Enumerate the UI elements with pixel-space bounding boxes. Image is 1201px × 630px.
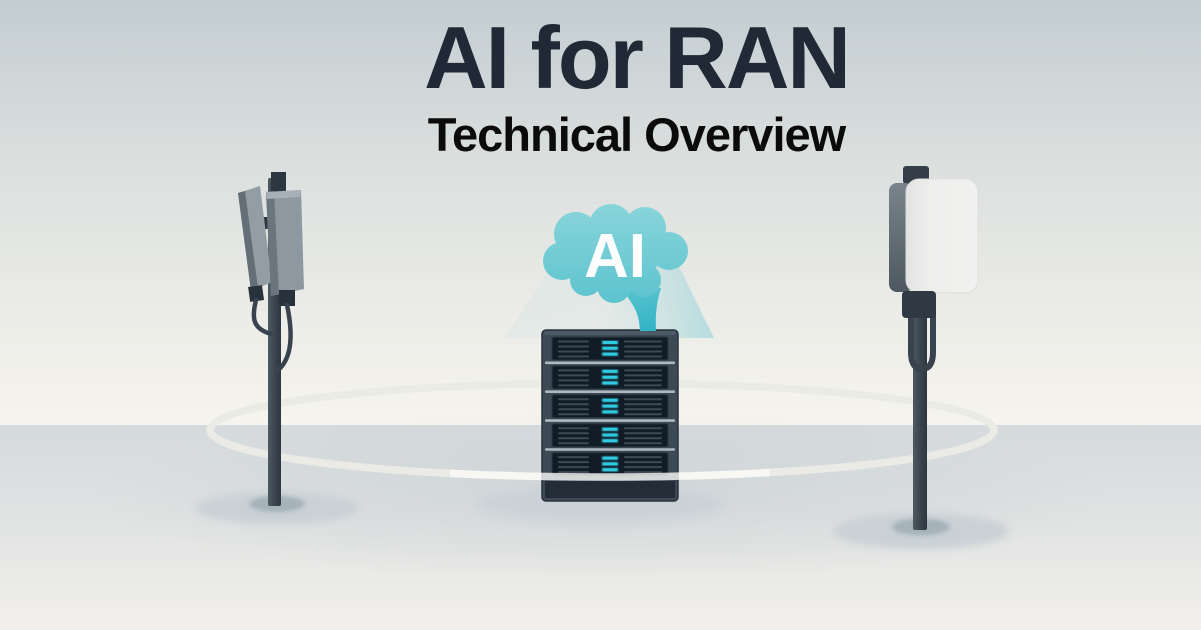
server-led-bar: [602, 433, 618, 437]
server-vent-line: [624, 432, 662, 435]
server-vent-line: [558, 340, 589, 343]
server-led-bar: [602, 468, 618, 472]
server-vent-line: [558, 403, 589, 406]
server-unit: [545, 423, 675, 451]
server-vent-line: [558, 350, 589, 353]
server-vent-line: [624, 442, 662, 445]
ai-brain: AI: [543, 204, 688, 331]
server-vent-line: [624, 456, 662, 459]
server-vent-line: [624, 398, 662, 401]
left-antenna-connector-b: [279, 290, 295, 306]
server-led-bar: [602, 369, 618, 373]
page-subtitle: Technical Overview: [427, 108, 846, 161]
server-vent-line: [558, 384, 589, 387]
ai-brain-label: AI: [584, 222, 646, 291]
left-antenna-panel-b-top: [266, 190, 301, 199]
server-vent-line: [558, 437, 589, 440]
left-antenna-cable-b: [274, 302, 293, 374]
server-led-bar: [602, 381, 618, 385]
server-vent-line: [558, 374, 589, 377]
page-title: AI for RAN: [424, 8, 851, 107]
right-antenna-mast: [889, 166, 979, 530]
server-vent-line: [624, 350, 662, 353]
server-unit-divider: [545, 361, 675, 365]
server-led-bar: [602, 375, 618, 379]
server-vent-line: [558, 369, 589, 372]
right-antenna-bracket: [902, 291, 936, 318]
server-vent-line: [624, 374, 662, 377]
server-vent-line: [558, 461, 589, 464]
server-led-bar: [602, 462, 618, 466]
server-vent-line: [558, 427, 589, 430]
headline-block: AI for RAN Technical Overview: [424, 8, 851, 161]
ground-ring-front: [450, 468, 770, 481]
server-rack: [541, 329, 679, 502]
server-unit: [545, 365, 675, 393]
left-antenna-panel-b-edge: [266, 191, 279, 296]
server-vent-line: [558, 471, 589, 474]
server-unit: [545, 394, 675, 422]
server-vent-line: [624, 355, 662, 358]
left-antenna-cable-a: [251, 297, 274, 337]
server-led-bar: [602, 404, 618, 408]
left-antenna-panel-a-edge: [238, 191, 258, 291]
left-antenna-mast: [238, 172, 304, 506]
server-vent-line: [558, 379, 589, 382]
server-led-bar: [602, 346, 618, 350]
left-mast-cap: [271, 172, 286, 192]
server-led-bar: [602, 352, 618, 356]
server-vent-line: [624, 340, 662, 343]
server-vent-line: [558, 466, 589, 469]
server-rack-plinth: [545, 481, 675, 498]
server-led-bar: [602, 439, 618, 443]
server-unit-divider: [545, 419, 675, 422]
server-vent-line: [558, 413, 589, 416]
server-vent-line: [624, 471, 662, 474]
server-led-bar: [602, 427, 618, 431]
server-vent-line: [558, 432, 589, 435]
server-vent-line: [624, 461, 662, 464]
server-rack-units: [545, 336, 675, 477]
server-rack-top-edge: [544, 331, 676, 335]
ground-shadows: [195, 485, 1009, 549]
server-vent-line: [624, 466, 662, 469]
server-vent-line: [624, 384, 662, 387]
right-antenna-front-panel: [905, 178, 979, 294]
server-vent-line: [624, 413, 662, 416]
server-vent-line: [558, 408, 589, 411]
server-vent-line: [558, 456, 589, 459]
ai-brain-cloud: [543, 204, 688, 303]
server-vent-line: [558, 355, 589, 358]
server-led-bar: [602, 456, 618, 460]
server-vent-line: [558, 442, 589, 445]
server-unit-divider: [545, 448, 675, 451]
server-led-bar: [602, 341, 618, 344]
server-vent-line: [624, 427, 662, 430]
server-vent-line: [624, 437, 662, 440]
left-antenna-connector-a: [248, 285, 265, 302]
server-vent-line: [624, 345, 662, 348]
server-vent-line: [558, 345, 589, 348]
server-vent-line: [624, 379, 662, 382]
ai-brain-stem: [622, 288, 661, 331]
server-vent-line: [558, 398, 589, 401]
server-vent-line: [624, 369, 662, 372]
server-vent-line: [624, 403, 662, 406]
server-led-bar: [602, 410, 618, 414]
server-unit-divider: [545, 390, 675, 393]
server-vent-line: [624, 408, 662, 411]
server-unit: [551, 452, 669, 477]
right-antenna-cable: [908, 293, 936, 373]
server-led-bar: [602, 398, 618, 402]
server-unit: [545, 336, 675, 365]
